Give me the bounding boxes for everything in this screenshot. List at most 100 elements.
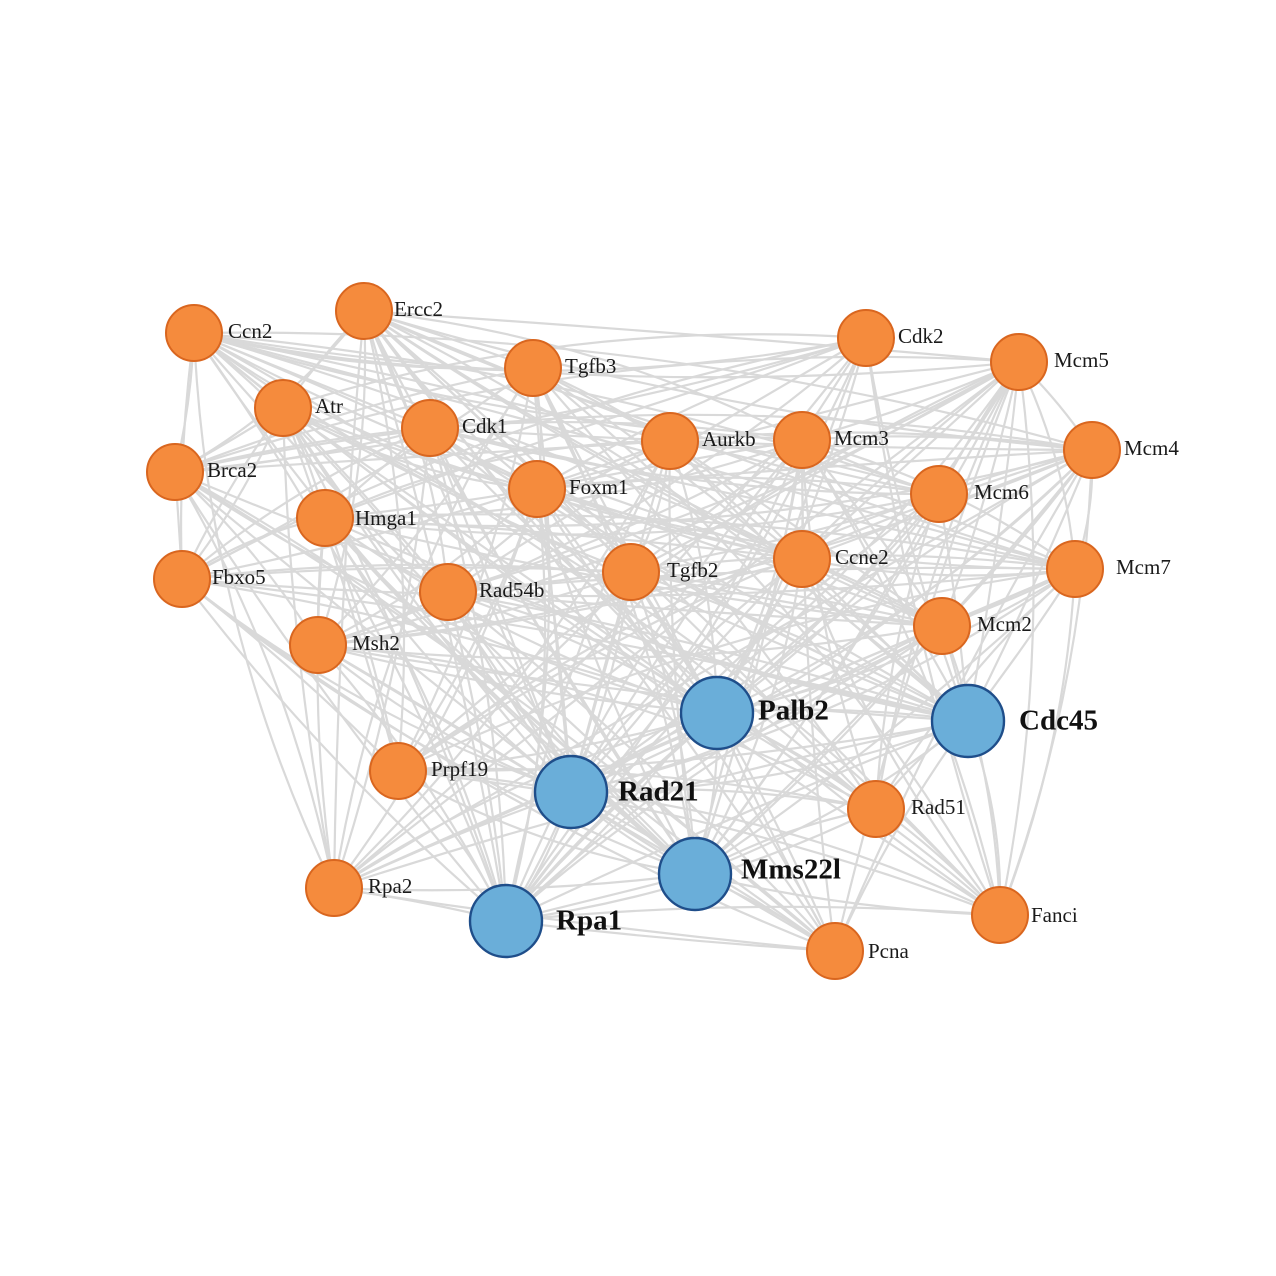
node-circle-mcm7[interactable] <box>1046 540 1104 598</box>
node-cdk2[interactable]: Cdk2 <box>837 309 944 367</box>
edge-ccn2-aurkb <box>193 331 671 443</box>
node-circle-ccn2[interactable] <box>165 304 223 362</box>
edge-ccne2-fanci <box>800 558 1001 916</box>
edge-mcm6-hmga1 <box>324 492 940 536</box>
node-circle-cdc45[interactable] <box>930 683 1006 759</box>
edge-mcm4-mms22l <box>694 449 1093 875</box>
node-fanci[interactable]: Fanci <box>971 886 1078 944</box>
node-label-mcm7: Mcm7 <box>1116 555 1171 579</box>
edge-ercc2-msh2 <box>316 310 367 646</box>
node-cdc45[interactable]: Cdc45 <box>930 683 1098 759</box>
edge-cdc45-prpf19 <box>397 719 969 773</box>
node-circle-brca2[interactable] <box>146 443 204 501</box>
node-circle-mcm2[interactable] <box>913 597 971 655</box>
node-circle-rpa2[interactable] <box>305 859 363 917</box>
node-label-rpa1: Rpa1 <box>556 905 622 937</box>
node-mms22l[interactable]: Mms22l <box>657 836 841 912</box>
node-mcm5[interactable]: Mcm5 <box>990 333 1109 391</box>
node-circle-tgfb2[interactable] <box>602 543 660 601</box>
node-rad51[interactable]: Rad51 <box>847 780 966 838</box>
node-circle-prpf19[interactable] <box>369 742 427 800</box>
node-ccne2[interactable]: Ccne2 <box>773 530 889 588</box>
edge-aurkb-rpa2 <box>333 440 671 889</box>
edge-aurkb-mms22l <box>668 440 697 875</box>
node-rad21[interactable]: Rad21 <box>533 754 699 830</box>
node-label-mcm2: Mcm2 <box>977 612 1032 636</box>
edge-mcm7-rpa1 <box>505 567 1076 922</box>
node-circle-mcm3[interactable] <box>773 411 831 469</box>
node-circle-hmga1[interactable] <box>296 489 354 547</box>
node-circle-fanci[interactable] <box>971 886 1029 944</box>
node-circle-fbxo5[interactable] <box>153 550 211 608</box>
node-mcm6[interactable]: Mcm6 <box>910 465 1029 523</box>
edge-ercc2-fbxo5 <box>181 310 365 580</box>
edge-ercc2-mcm2 <box>363 310 943 628</box>
edge-brca2-rad21 <box>174 471 572 793</box>
node-msh2[interactable]: Msh2 <box>289 616 400 674</box>
edge-cdk1-mcm4 <box>429 426 1093 452</box>
node-tgfb3[interactable]: Tgfb3 <box>504 339 616 397</box>
node-circle-rad21[interactable] <box>533 754 609 830</box>
node-circle-rpa1[interactable] <box>468 883 544 959</box>
edge-rad21-fanci <box>570 790 1001 916</box>
node-label-mcm3: Mcm3 <box>834 426 889 450</box>
node-cdk1[interactable]: Cdk1 <box>401 399 508 457</box>
edge-tgfb2-rpa1 <box>505 571 633 922</box>
node-circle-mcm4[interactable] <box>1063 421 1121 479</box>
node-circle-foxm1[interactable] <box>508 460 566 518</box>
edge-rad54b-mms22l <box>447 591 696 875</box>
node-mcm2[interactable]: Mcm2 <box>913 597 1032 655</box>
edge-rpa1-fanci <box>505 905 1001 923</box>
edge-ccn2-mcm4 <box>193 331 1093 452</box>
node-circle-palb2[interactable] <box>679 675 755 751</box>
node-circle-rad54b[interactable] <box>419 563 477 621</box>
node-ercc2[interactable]: Ercc2 <box>335 282 443 340</box>
edge-mcm3-pcna <box>800 439 837 952</box>
edge-msh2-cdc45 <box>317 643 969 723</box>
node-circle-msh2[interactable] <box>289 616 347 674</box>
node-circle-cdk1[interactable] <box>401 399 459 457</box>
node-circle-rad51[interactable] <box>847 780 905 838</box>
edge-mcm4-msh2 <box>317 448 1093 647</box>
node-label-msh2: Msh2 <box>352 631 400 655</box>
edge-tgfb2-msh2 <box>317 570 632 647</box>
node-fbxo5[interactable]: Fbxo5 <box>153 550 266 608</box>
edge-rad54b-pcna <box>447 591 836 952</box>
node-ccn2[interactable]: Ccn2 <box>165 304 272 362</box>
edge-ccne2-mcm7 <box>801 557 1076 577</box>
node-prpf19[interactable]: Prpf19 <box>369 742 488 800</box>
edge-mcm4-foxm1 <box>536 448 1093 491</box>
edge-mcm4-fanci <box>998 449 1094 916</box>
node-rad54b[interactable]: Rad54b <box>419 563 544 621</box>
node-circle-mcm6[interactable] <box>910 465 968 523</box>
edge-mcm6-mms22l <box>694 493 940 875</box>
node-mcm4[interactable]: Mcm4 <box>1063 421 1179 479</box>
node-circle-ercc2[interactable] <box>335 282 393 340</box>
node-rpa2[interactable]: Rpa2 <box>305 859 412 917</box>
node-circle-tgfb3[interactable] <box>504 339 562 397</box>
edge-mcm5-prpf19 <box>397 361 1020 772</box>
node-brca2[interactable]: Brca2 <box>146 443 257 501</box>
node-circle-pcna[interactable] <box>806 922 864 980</box>
node-rpa1[interactable]: Rpa1 <box>468 883 622 959</box>
node-circle-cdk2[interactable] <box>837 309 895 367</box>
node-label-palb2: Palb2 <box>758 695 829 727</box>
node-atr[interactable]: Atr <box>254 379 343 437</box>
node-palb2[interactable]: Palb2 <box>679 675 829 751</box>
node-hmga1[interactable]: Hmga1 <box>296 489 417 547</box>
node-circle-aurkb[interactable] <box>641 412 699 470</box>
edge-atr-palb2 <box>282 407 718 714</box>
node-circle-mcm5[interactable] <box>990 333 1048 391</box>
node-circle-atr[interactable] <box>254 379 312 437</box>
edge-cdk1-mms22l <box>429 427 696 875</box>
node-aurkb[interactable]: Aurkb <box>641 412 756 470</box>
node-pcna[interactable]: Pcna <box>806 922 910 980</box>
node-circle-ccne2[interactable] <box>773 530 831 588</box>
node-mcm7[interactable]: Mcm7 <box>1046 540 1171 598</box>
node-circle-mms22l[interactable] <box>657 836 733 912</box>
edge-foxm1-rad21 <box>535 488 573 793</box>
node-tgfb2[interactable]: Tgfb2 <box>602 543 718 601</box>
edge-hmga1-mms22l <box>324 517 696 875</box>
node-foxm1[interactable]: Foxm1 <box>508 460 629 518</box>
node-mcm3[interactable]: Mcm3 <box>773 411 889 469</box>
